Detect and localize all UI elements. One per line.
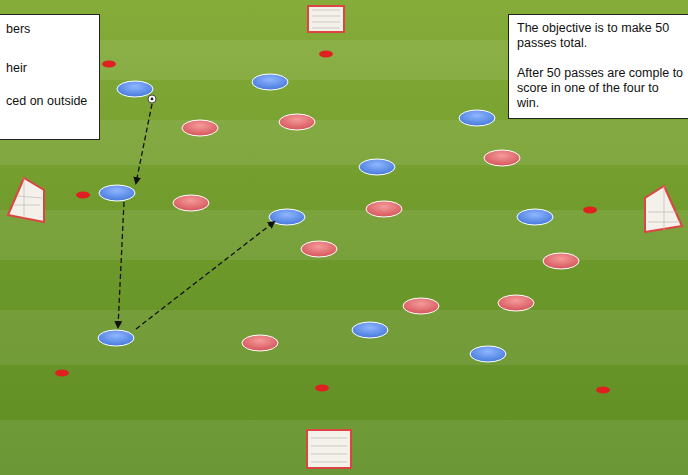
blue-players — [98, 74, 553, 362]
box-text: bers — [6, 22, 93, 37]
goal-top — [308, 6, 344, 32]
box-text: ced on outside — [6, 94, 93, 109]
goal-left — [8, 178, 44, 222]
box-text: heir — [6, 61, 93, 76]
pass-arrows — [118, 104, 274, 329]
goal-right — [645, 186, 682, 232]
box-text: After 50 passes are comple to score in o… — [517, 66, 684, 111]
soccer-ball — [148, 95, 156, 103]
key-box: bers heir ced on outside — [0, 14, 100, 140]
box-text: The objective is to make 50 passes total… — [517, 21, 684, 51]
goal-bottom — [307, 430, 351, 468]
red-players — [173, 114, 579, 351]
objective-box: The objective is to make 50 passes total… — [508, 14, 688, 119]
